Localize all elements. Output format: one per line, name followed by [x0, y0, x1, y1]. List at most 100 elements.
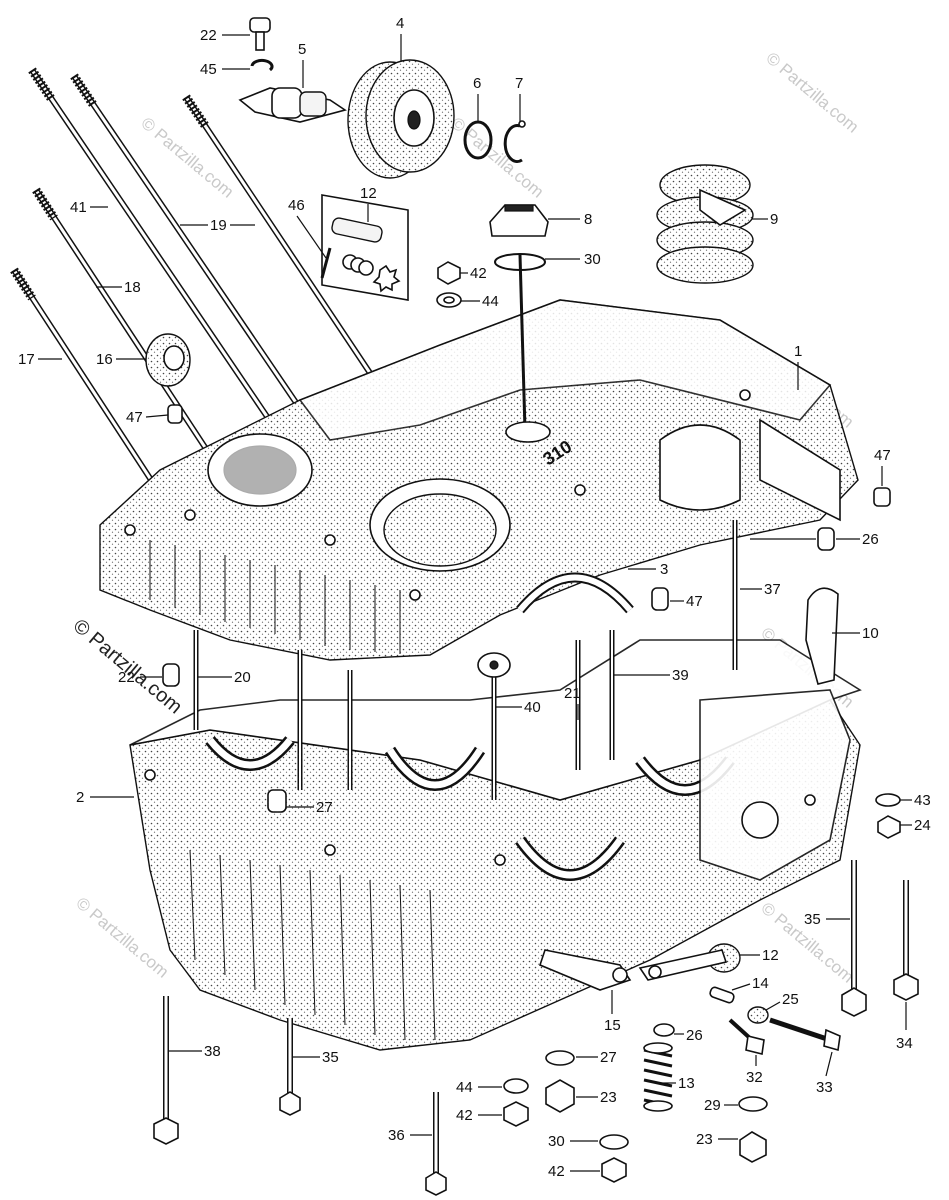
callout-10: 10: [832, 625, 879, 642]
callout-label: 24: [914, 817, 931, 834]
callout-label: 29: [704, 1097, 721, 1114]
callout-26-right: 29: [704, 1097, 738, 1114]
callout-39: 39: [614, 667, 689, 684]
callout-label: 17: [18, 351, 35, 368]
callout-label: 23: [600, 1089, 617, 1106]
callout-42-mid: 42: [456, 1107, 502, 1124]
callout-label: 21: [564, 685, 581, 702]
callout-label: 35: [804, 911, 821, 928]
callout-3: 3: [628, 561, 668, 578]
callout-label: 47: [874, 447, 891, 464]
callout-2: 2: [76, 789, 134, 806]
callout-label: 36: [388, 1127, 405, 1144]
callout-label: 19: [210, 217, 227, 234]
callout-label: 22: [118, 669, 135, 686]
callout-label: 40: [524, 699, 541, 716]
callout-label: 15: [604, 1017, 621, 1034]
callout-30: 27: [286, 799, 333, 816]
callout-label: 2: [76, 789, 84, 806]
callout-38: 37: [740, 581, 781, 598]
callout-label: 10: [862, 625, 879, 642]
callout-label: 5: [298, 41, 306, 58]
callout-label: 37: [764, 581, 781, 598]
callout-12: 12: [740, 947, 779, 964]
callout-4: 4: [396, 15, 404, 62]
callout-label: 44: [482, 293, 499, 310]
callout-18: 18: [96, 279, 141, 296]
callout-7: 7: [515, 75, 523, 122]
callout-label: 47: [126, 409, 143, 426]
callout-35-left: 35: [292, 1049, 339, 1066]
bottom-parts: [153, 404, 629, 1196]
callout-label: 41: [70, 199, 87, 216]
callout-label: 13: [678, 1075, 695, 1092]
callout-label: 16: [96, 351, 113, 368]
callout-47-mid: 47: [670, 593, 703, 610]
callout-label: 46: [288, 197, 305, 214]
callout-41: 41: [70, 199, 108, 216]
callout-label: 33: [816, 1079, 833, 1096]
callout-label: 27: [600, 1049, 617, 1066]
callout-labels: 22 45 5 4 6 7 8 9: [18, 15, 931, 1180]
callout-42-bottom: 42: [548, 1163, 600, 1180]
callout-label: 45: [200, 61, 217, 78]
callout-43: 43: [900, 792, 931, 809]
callout-47-right: 47: [874, 447, 891, 486]
parts-art: 3 10: [10, 17, 919, 1196]
callout-44-top: 44: [461, 293, 499, 310]
callout-46: 46: [288, 197, 327, 259]
callout-11: 12: [360, 185, 377, 222]
callout-label: 43: [914, 792, 931, 809]
callout-44-bottom: 44: [456, 1079, 502, 1096]
upper-crankcase: 310: [99, 254, 859, 661]
callout-45: 45: [200, 61, 250, 78]
callout-9: 9: [752, 211, 778, 228]
callout-33: 33: [816, 1051, 833, 1096]
callout-label: 30: [548, 1133, 565, 1150]
callout-label: 42: [470, 265, 487, 282]
callout-label: 9: [770, 211, 778, 228]
callout-label: 47: [686, 593, 703, 610]
callout-42-top: 42: [460, 265, 487, 282]
callout-label: 8: [584, 211, 592, 228]
callout-label: 1: [794, 343, 802, 360]
callout-label: 7: [515, 75, 523, 92]
callout-label: 39: [672, 667, 689, 684]
callout-34: 34: [896, 1002, 913, 1052]
callout-label: 23: [696, 1131, 713, 1148]
callout-6: 6: [473, 75, 481, 122]
callout-24: 24: [900, 817, 931, 834]
callout-26-mid: 27: [576, 1049, 617, 1066]
callout-15: 15: [604, 990, 621, 1034]
callout-label: 44: [456, 1079, 473, 1096]
callout-label: 34: [896, 1035, 913, 1052]
callout-14: 14: [731, 975, 769, 992]
callout-22: 22: [200, 27, 250, 44]
callout-31: 30: [545, 251, 601, 268]
callout-16: 16: [96, 351, 146, 368]
callout-36: 35: [804, 911, 850, 928]
callout-label: 20: [234, 669, 251, 686]
callout-20: 20: [198, 669, 251, 686]
callout-32: 32: [746, 1055, 763, 1086]
callout-40: 40: [496, 699, 541, 716]
callout-label: 32: [746, 1069, 763, 1086]
callout-label: 27: [316, 799, 333, 816]
callout-19: 19: [180, 217, 255, 234]
callout-35-bottom: 36: [388, 1127, 432, 1144]
callout-label: 35: [322, 1049, 339, 1066]
callout-label: 42: [456, 1107, 473, 1124]
watermark: © Partzilla.com: [762, 49, 862, 137]
callout-21: 21: [564, 685, 581, 720]
callout-label: 30: [584, 251, 601, 268]
callout-22-left: 22: [118, 669, 162, 686]
callout-label: 14: [752, 975, 769, 992]
callout-label: 26: [686, 1027, 703, 1044]
callout-label: 25: [782, 991, 799, 1008]
callout-17: 17: [18, 351, 62, 368]
callout-label: 26: [862, 531, 879, 548]
callout-5: 5: [298, 41, 306, 88]
callout-23-mid: 23: [576, 1089, 617, 1106]
callout-label: 12: [762, 947, 779, 964]
